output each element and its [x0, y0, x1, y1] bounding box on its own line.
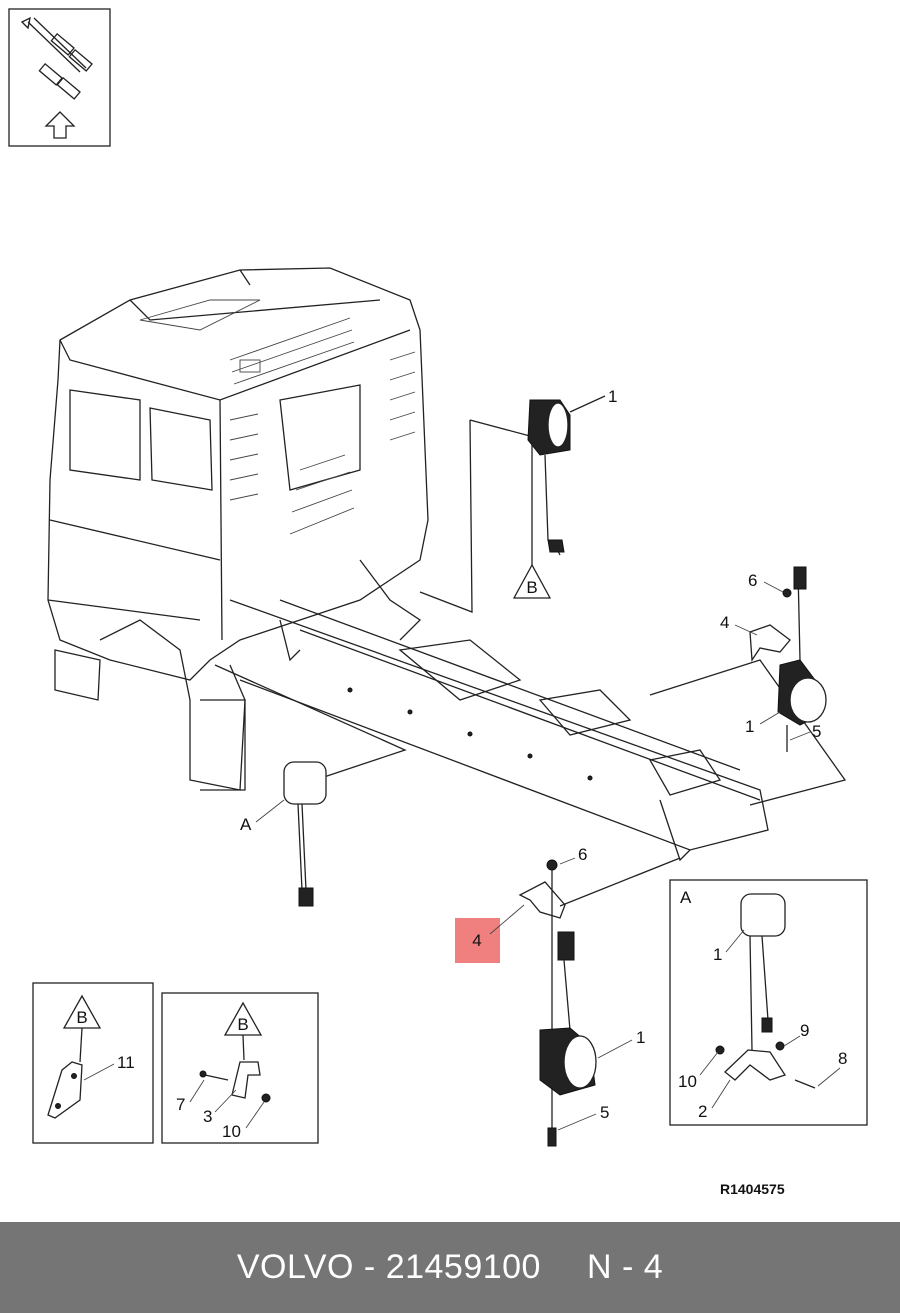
callout-center-5: 5 — [600, 1103, 609, 1122]
highlight-label: 4 — [472, 931, 481, 950]
callout-right-6: 6 — [748, 571, 757, 590]
inset-a: A 1 9 8 10 2 — [669, 879, 868, 1126]
callout-inset-a-10: 10 — [678, 1072, 697, 1091]
callout-center-6: 6 — [578, 845, 587, 864]
lamp-assembly-right: 6 4 1 5 — [720, 566, 827, 752]
callout-inset-a-8: 8 — [838, 1049, 847, 1068]
highlight-callout-4: 4 — [455, 904, 525, 963]
footer-ref: N - 4 — [586, 1248, 664, 1286]
footer-bar: VOLVO - 21459100 N - 4 — [0, 1222, 900, 1313]
leader-left — [214, 664, 407, 781]
mirror-assembly-a: A — [240, 761, 327, 907]
inset-b-parts: B 7 3 10 — [161, 992, 319, 1144]
callout-inset-b2-7: 7 — [176, 1095, 185, 1114]
callout-right-1: 1 — [745, 717, 754, 736]
callout-center-1: 1 — [636, 1028, 645, 1047]
inset-b2-mark: B — [237, 1015, 248, 1034]
callout-inset-b2-10: 10 — [222, 1122, 241, 1141]
inset-b1-mark: B — [76, 1008, 87, 1027]
callout-inset-b1-11: 11 — [117, 1053, 135, 1072]
marker-b-top: B — [526, 578, 537, 597]
leader-center — [559, 857, 681, 907]
callout-right-5: 5 — [812, 722, 821, 741]
orientation-icon — [8, 8, 111, 147]
callout-right-4: 4 — [720, 613, 729, 632]
callout-inset-a-9: 9 — [800, 1021, 809, 1040]
work-lamp-top: B 1 — [512, 387, 617, 599]
callout-inset-a-2: 2 — [698, 1102, 707, 1121]
figure-ref: R1404575 — [720, 1181, 785, 1197]
callout-inset-a-1: 1 — [713, 945, 722, 964]
footer-brand-part: VOLVO - 21459100 — [236, 1248, 541, 1286]
callout-inset-b2-3: 3 — [203, 1107, 212, 1126]
inset-a-title: A — [680, 888, 692, 907]
chassis-frame — [229, 559, 769, 862]
callout-mirror-a: A — [240, 815, 252, 834]
leader-top — [419, 419, 531, 613]
lamp-assembly-center: 6 1 5 — [518, 845, 645, 1147]
parts-diagram: B 1 6 4 1 5 A 6 — [8, 8, 868, 1197]
inset-b-bracket: B 11 — [32, 982, 154, 1144]
truck-cab — [47, 267, 429, 791]
callout-lamp-top: 1 — [608, 387, 617, 406]
